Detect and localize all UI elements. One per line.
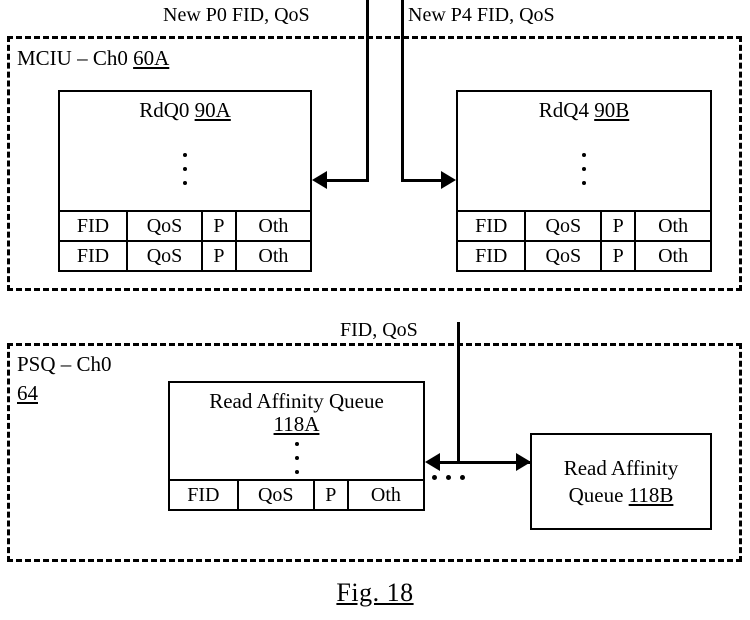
queue-ref-118b: 118B — [628, 482, 674, 507]
arrow-into-rdq0 — [312, 171, 327, 189]
group-mciu-ch0 — [7, 36, 742, 291]
connector-raq-horizontal — [438, 461, 532, 464]
vertical-ellipsis-rdq4 — [582, 127, 586, 210]
queue-title-raq-b-line1: Read Affinity — [563, 455, 679, 480]
connector-fidqos-vertical — [457, 322, 460, 464]
table-row: FID QoS P Oth — [458, 240, 710, 270]
cell-p: P — [600, 210, 637, 242]
cell-fid: FID — [170, 479, 239, 509]
entry-table-rdq4: FID QoS P Oth FID QoS P Oth — [458, 210, 710, 270]
connector-p0-vertical — [366, 0, 369, 182]
flow-label-new-p4: New P4 FID, QoS — [408, 4, 555, 26]
cell-qos: QoS — [125, 210, 204, 242]
queue-ref-90b: 90B — [594, 98, 630, 122]
figure-caption: Fig. 18 — [336, 578, 414, 607]
queue-title-rdq4: RdQ4 90B — [539, 98, 629, 123]
queue-title-raq-a-text: Read Affinity Queue — [209, 389, 384, 413]
cell-oth: Oth — [234, 210, 310, 242]
cell-fid: FID — [458, 210, 527, 242]
group-label-mciu-ch0: MCIU – Ch0 60A — [17, 46, 169, 71]
cell-qos: QoS — [524, 210, 603, 242]
flow-label-new-p0: New P0 FID, QoS — [163, 4, 310, 26]
table-row: FID QoS P Oth — [60, 240, 310, 270]
connector-p4-vertical — [401, 0, 404, 182]
vertical-ellipsis-raq-a — [294, 437, 299, 479]
cell-qos: QoS — [524, 240, 603, 270]
queue-title-raq-b-line2: Queue 118B — [564, 482, 679, 509]
cell-fid: FID — [458, 240, 527, 270]
cell-qos: QoS — [236, 479, 315, 509]
cell-oth: Oth — [634, 240, 710, 270]
queue-head-raq-a: Read Affinity Queue 118A — [170, 383, 423, 479]
cell-oth: Oth — [634, 210, 710, 242]
cell-p: P — [201, 240, 237, 270]
flow-label-fid-qos: FID, QoS — [340, 319, 418, 341]
connector-p4-horizontal — [401, 179, 443, 182]
arrow-into-rdq4 — [441, 171, 456, 189]
cell-qos: QoS — [125, 240, 204, 270]
horizontal-ellipsis-raq — [432, 475, 465, 480]
queue-box-read-affinity-b: Read Affinity Queue 118B — [530, 433, 712, 530]
group-ref-60a: 60A — [133, 46, 170, 70]
queue-title-raq-b-text: Queue — [568, 482, 624, 507]
vertical-ellipsis-rdq0 — [183, 127, 187, 210]
group-ref-64: 64 — [17, 381, 38, 405]
group-psq-ch0 — [7, 343, 742, 562]
group-label-psq-text: PSQ – Ch0 — [17, 352, 112, 376]
queue-ref-90a: 90A — [194, 98, 231, 122]
queue-title-rdq4-text: RdQ4 — [538, 98, 589, 122]
queue-box-rdq0: RdQ0 90A FID QoS P Oth FID QoS P Oth — [58, 90, 312, 272]
arrow-into-read-affinity-a — [425, 453, 440, 471]
queue-title-rdq0-text: RdQ0 — [139, 98, 190, 122]
table-row: FID QoS P Oth — [170, 479, 423, 509]
table-row: FID QoS P Oth — [60, 210, 310, 242]
cell-p: P — [312, 479, 349, 509]
queue-ref-118a: 118A — [273, 412, 320, 436]
cell-fid: FID — [60, 210, 128, 242]
connector-p0-horizontal — [325, 179, 369, 182]
arrow-into-read-affinity-b — [516, 453, 531, 471]
queue-title-raq-b: Read Affinity Queue 118B — [564, 455, 679, 509]
table-row: FID QoS P Oth — [458, 210, 710, 242]
cell-oth: Oth — [234, 240, 310, 270]
cell-p: P — [600, 240, 637, 270]
queue-head-rdq0: RdQ0 90A — [60, 92, 310, 210]
entry-table-raq-a: FID QoS P Oth — [170, 479, 423, 509]
group-label-mciu-text: MCIU – Ch0 — [17, 46, 128, 70]
queue-box-read-affinity-a: Read Affinity Queue 118A FID QoS P Oth — [168, 381, 425, 511]
cell-p: P — [201, 210, 237, 242]
cell-oth: Oth — [346, 479, 423, 509]
queue-title-raq-a: Read Affinity Queue — [209, 389, 384, 414]
group-label-psq-ch0: PSQ – Ch0 64 — [17, 352, 112, 406]
queue-title-rdq0: RdQ0 90A — [139, 98, 231, 123]
queue-box-rdq4: RdQ4 90B FID QoS P Oth FID QoS P Oth — [456, 90, 712, 272]
entry-table-rdq0: FID QoS P Oth FID QoS P Oth — [60, 210, 310, 270]
cell-fid: FID — [60, 240, 128, 270]
queue-head-rdq4: RdQ4 90B — [458, 92, 710, 210]
